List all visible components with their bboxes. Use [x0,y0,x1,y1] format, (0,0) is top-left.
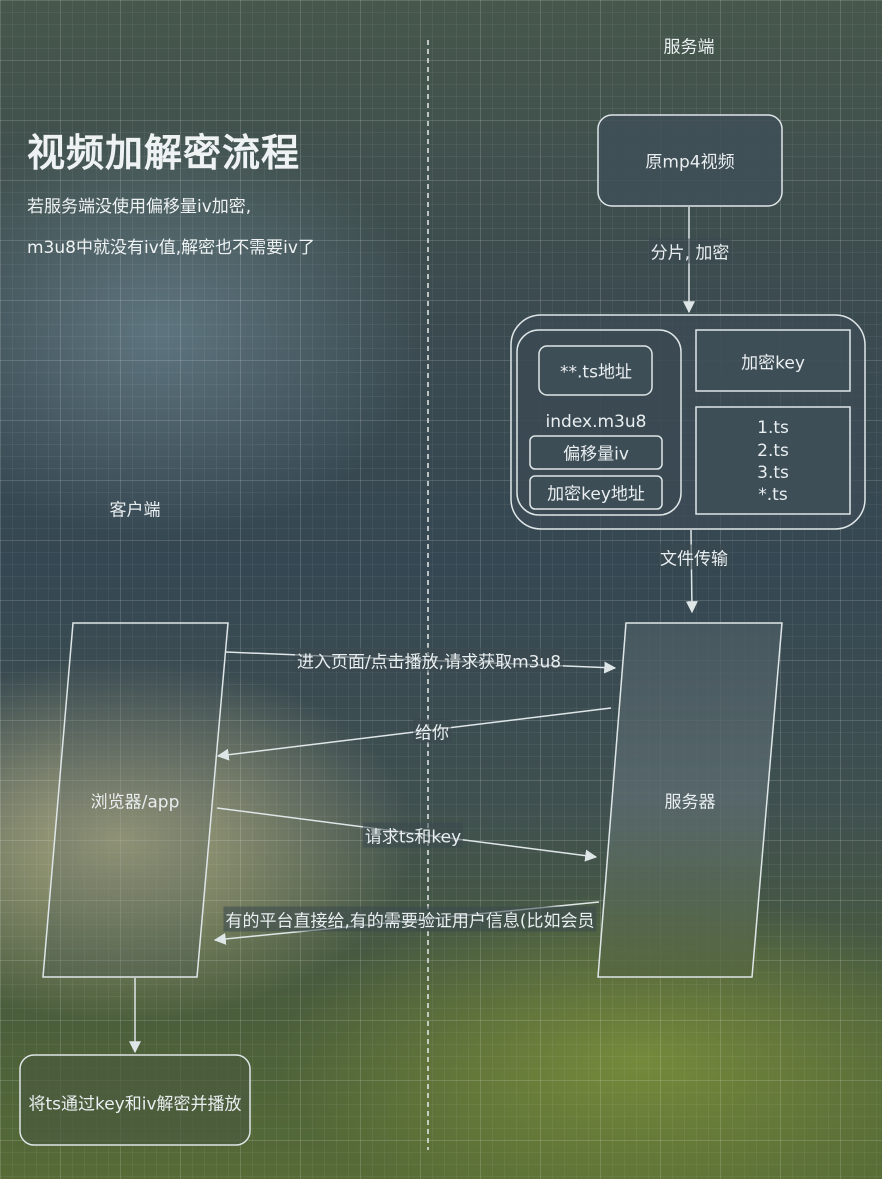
zone-label-server: 服务端 [663,37,715,58]
edge-label-request-ts-key: 请求ts和key [362,822,464,848]
page-title: 视频加解密流程 [27,131,301,175]
edge-label-platform-response: 有的平台直接给,有的需要验证用户信息(比如会员 [223,906,597,932]
ts-file-1: 1.ts [757,418,789,438]
decrypt-play-label: 将ts通过key和iv解密并播放 [28,1094,242,1115]
server-node [597,622,783,978]
ts-file-more: *.ts [758,485,788,505]
note-line-1: 若服务端没使用偏移量iv加密, [27,197,252,217]
ts-address-label: **.ts地址 [560,362,632,383]
edge-file-transfer [685,529,698,614]
ts-address-node [538,345,653,396]
note-line-2: m3u8中就没有iv值,解密也不需要iv了 [27,238,315,258]
browser-node [42,622,229,978]
index-file-label: index.m3u8 [545,412,647,432]
key-address-node [529,475,663,510]
encrypt-key-label: 加密key [741,353,805,374]
edge-label-give-you: 给你 [413,718,451,744]
ts-file-3: 3.ts [757,463,789,483]
decrypt-play-node [19,1054,251,1146]
encrypt-key-node [695,329,851,392]
browser-label: 浏览器/app [90,792,180,813]
source-video-label: 原mp4视频 [645,152,735,173]
key-address-label: 加密key地址 [547,484,645,505]
edge-label-file-transfer: 文件传输 [658,544,730,570]
zone-label-client: 客户端 [109,500,161,521]
offset-iv-node [529,435,663,470]
edge-label-slice-encrypt: 分片, 加密 [648,238,732,264]
source-video-node [597,114,783,207]
ts-file-2: 2.ts [757,441,789,461]
server-label: 服务器 [664,792,716,813]
ts-files-node [695,406,851,515]
edge-label-request-m3u8: 进入页面/点击播放,请求获取m3u8 [294,647,564,673]
offset-iv-label: 偏移量iv [563,444,629,465]
